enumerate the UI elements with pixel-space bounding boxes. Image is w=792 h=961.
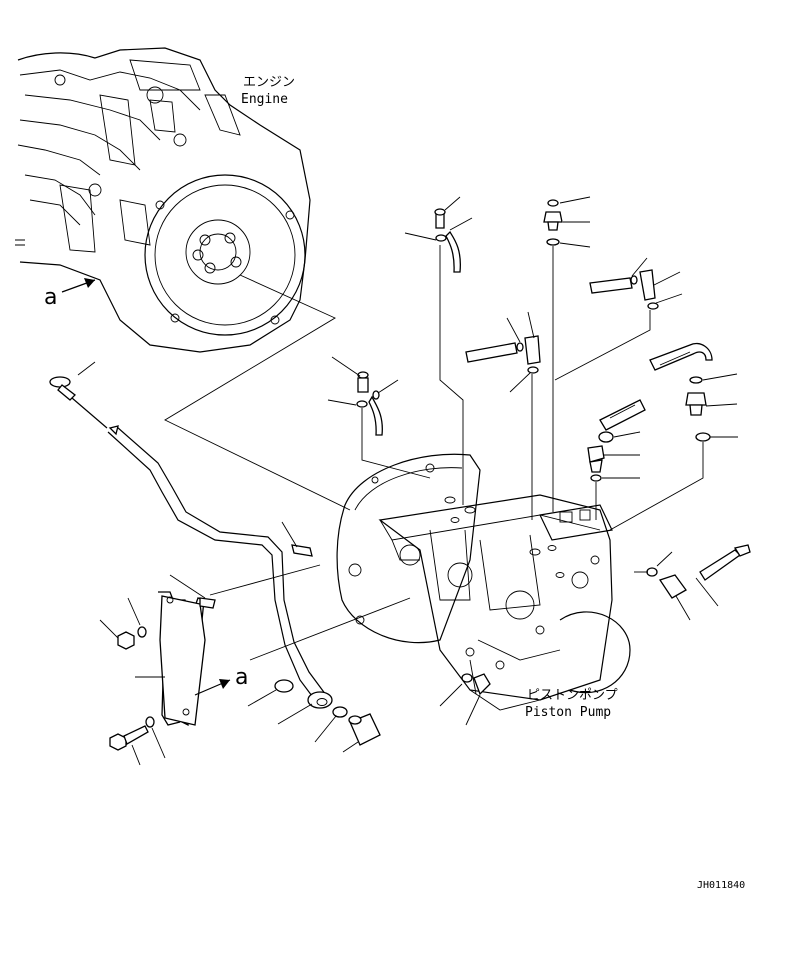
- engine-block: [15, 47, 311, 353]
- lower-fittings: [247, 679, 381, 753]
- view-marker-top: a: [44, 285, 57, 310]
- tube-clip: [281, 521, 313, 557]
- mounting-bracket: [135, 574, 216, 727]
- view-arrow-bottom: [194, 679, 231, 696]
- engine-label-en: Engine: [241, 92, 288, 107]
- piston-pump: [336, 453, 631, 711]
- fitting-elbow-1: [404, 196, 473, 505]
- nut-washer: [99, 597, 147, 650]
- pump-label-en: Piston Pump: [525, 705, 611, 720]
- view-marker-bottom: a: [235, 665, 248, 690]
- pump-label-jp: ピストンポンプ: [527, 688, 618, 703]
- fitting-straight-2: [609, 373, 738, 531]
- fitting-elbow-4: [327, 356, 431, 479]
- pump-drain-plug: [439, 659, 491, 726]
- drawing-code: JH011840: [697, 880, 745, 891]
- fitting-elbow-5: [634, 544, 751, 621]
- fitting-elbow-3: [465, 311, 541, 520]
- fitting-straight-1: [543, 196, 591, 512]
- bolt-washer: [109, 716, 166, 766]
- hose-right: [649, 342, 713, 371]
- dipstick-tube: [49, 361, 333, 709]
- hose-mid: [599, 399, 646, 431]
- view-arrow-top: [61, 278, 96, 293]
- fitting-straight-3: [587, 431, 641, 520]
- fitting-elbow-2: [554, 257, 683, 381]
- alignment-lines: [164, 274, 411, 661]
- engine-label-jp: エンジン: [243, 75, 295, 90]
